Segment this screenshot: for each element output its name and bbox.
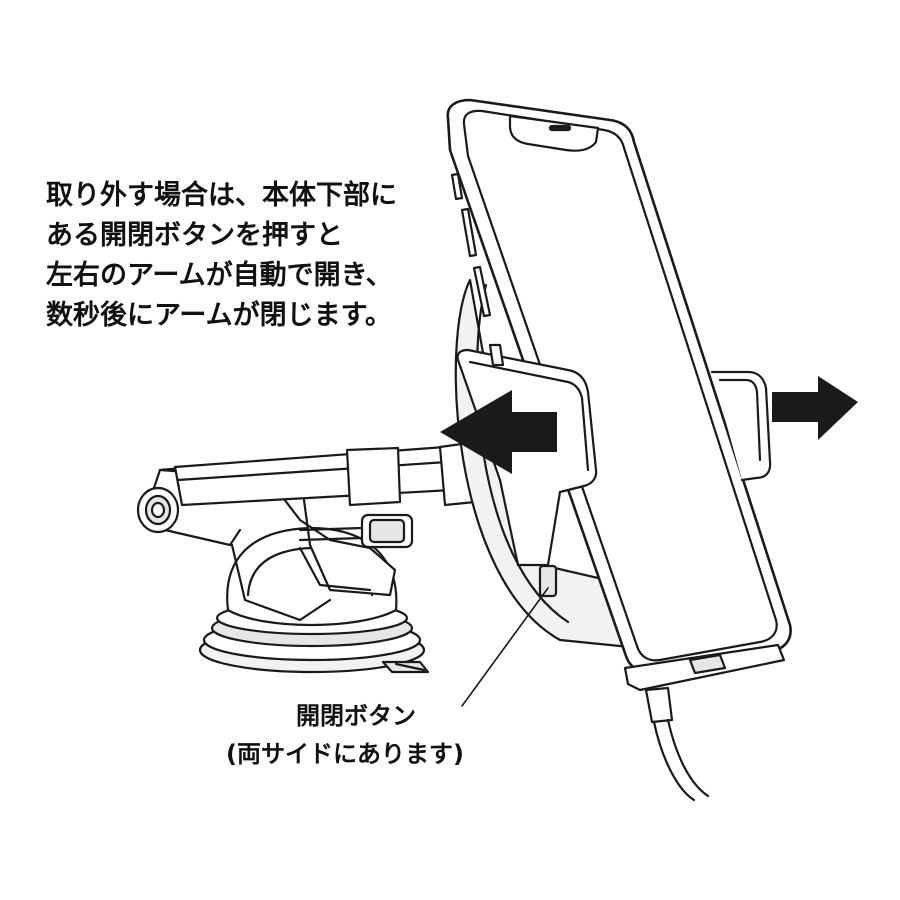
cradle-foot bbox=[623, 643, 786, 692]
hinge-knob bbox=[136, 486, 180, 534]
open-close-button-note: (両サイドにあります) bbox=[226, 740, 464, 768]
right-cradle-arm bbox=[710, 370, 772, 482]
phone bbox=[446, 98, 792, 674]
charging-cable bbox=[644, 686, 710, 802]
open-close-button-label: 開閉ボタン bbox=[296, 702, 416, 730]
instruction-line-2: ある開閉ボタンを押すと bbox=[46, 220, 343, 251]
telescopic-arm bbox=[173, 438, 497, 507]
lock-clip bbox=[298, 513, 414, 549]
instruction-line-4: 数秒後にアームが閉じます。 bbox=[46, 300, 392, 331]
callout-pointer-line bbox=[461, 587, 549, 707]
instruction-line-1: 取り外す場合は、本体下部に bbox=[46, 180, 397, 211]
instruction-line-3: 左右のアームが自動で開き、 bbox=[46, 260, 393, 291]
arrow-left-icon bbox=[440, 390, 557, 474]
arrow-right-icon bbox=[772, 376, 858, 440]
